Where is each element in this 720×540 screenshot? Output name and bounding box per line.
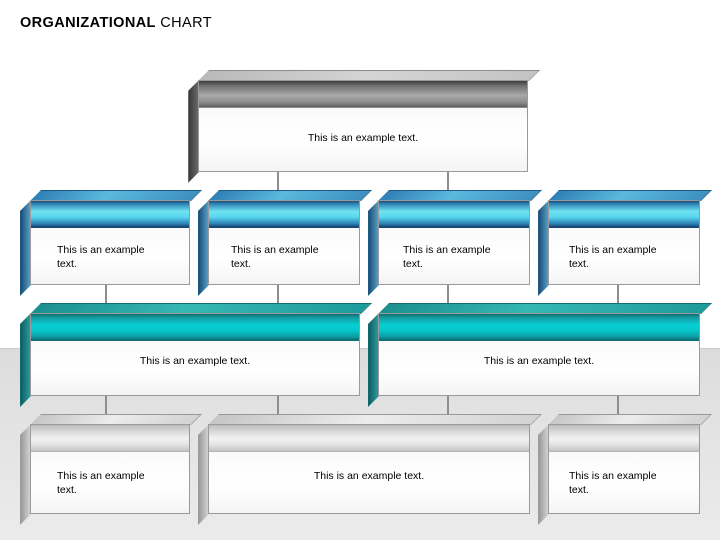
- connector-r2c2-to-r3c1: [277, 285, 279, 303]
- box-front-face: This is an example text.: [30, 424, 190, 514]
- box-header-band: [379, 201, 529, 228]
- box-header-band: [209, 201, 359, 228]
- box-front-face: This is an example text.: [30, 200, 190, 285]
- connector-r3c1-to-r4c1: [105, 396, 107, 414]
- org-node-label: This is an example text.: [57, 470, 145, 496]
- connector-root-to-r2c2: [277, 172, 279, 190]
- box-header-band: [31, 201, 189, 228]
- connector-r3c1-to-r4c2a: [277, 396, 279, 414]
- org-node-r2c3[interactable]: This is an example text.: [368, 190, 542, 296]
- org-node-label: This is an example text.: [569, 470, 657, 496]
- box-front-face: This is an example text.: [378, 200, 530, 285]
- org-node-r2c2[interactable]: This is an example text.: [198, 190, 372, 296]
- box-front-face: This is an example text.: [548, 424, 700, 514]
- box-front-face: This is an example text.: [378, 313, 700, 396]
- box-header-band: [31, 314, 359, 341]
- org-node-label: This is an example text.: [569, 244, 657, 270]
- org-node-r2c4[interactable]: This is an example text.: [538, 190, 712, 296]
- org-node-root[interactable]: This is an example text.: [188, 70, 540, 183]
- box-front-face: This is an example text.: [30, 313, 360, 396]
- box-front-face: This is an example text.: [208, 424, 530, 514]
- box-front-face: This is an example text.: [208, 200, 360, 285]
- connector-r2c4-to-r3c2: [617, 285, 619, 303]
- box-header-band: [209, 425, 529, 452]
- org-node-r4c3[interactable]: This is an example text.: [538, 414, 712, 525]
- org-node-r3c2[interactable]: This is an example text.: [368, 303, 712, 407]
- box-header-band: [549, 201, 699, 228]
- page-title-strong: ORGANIZATIONAL: [20, 15, 156, 31]
- box-header-band: [549, 425, 699, 452]
- box-header-band: [199, 81, 527, 108]
- page-title-light: CHART: [160, 15, 212, 31]
- background-floor-edge: [0, 348, 720, 349]
- org-node-label: This is an example text.: [307, 132, 419, 144]
- org-node-label: This is an example text.: [139, 355, 251, 367]
- org-node-r3c1[interactable]: This is an example text.: [20, 303, 372, 407]
- org-node-r4c1[interactable]: This is an example text.: [20, 414, 202, 525]
- connector-r3c2-to-r4c3: [617, 396, 619, 414]
- org-node-label: This is an example text.: [231, 244, 319, 270]
- org-node-label: This is an example text.: [313, 470, 425, 482]
- box-header-band: [379, 314, 699, 341]
- org-node-r2c1[interactable]: This is an example text.: [20, 190, 202, 296]
- org-node-label: This is an example text.: [57, 244, 145, 270]
- org-node-r4c2[interactable]: This is an example text.: [198, 414, 542, 525]
- connector-r3c2-to-r4c2b: [447, 396, 449, 414]
- page-title: ORGANIZATIONAL CHART: [20, 15, 212, 31]
- box-front-face: This is an example text.: [198, 80, 528, 172]
- org-node-label: This is an example text.: [403, 244, 491, 270]
- box-header-band: [31, 425, 189, 452]
- org-node-label: This is an example text.: [483, 355, 595, 367]
- connector-root-to-r2c3: [447, 172, 449, 190]
- connector-r2c3-to-r3c2: [447, 285, 449, 303]
- connector-r2c1-to-r3c1: [105, 285, 107, 303]
- box-front-face: This is an example text.: [548, 200, 700, 285]
